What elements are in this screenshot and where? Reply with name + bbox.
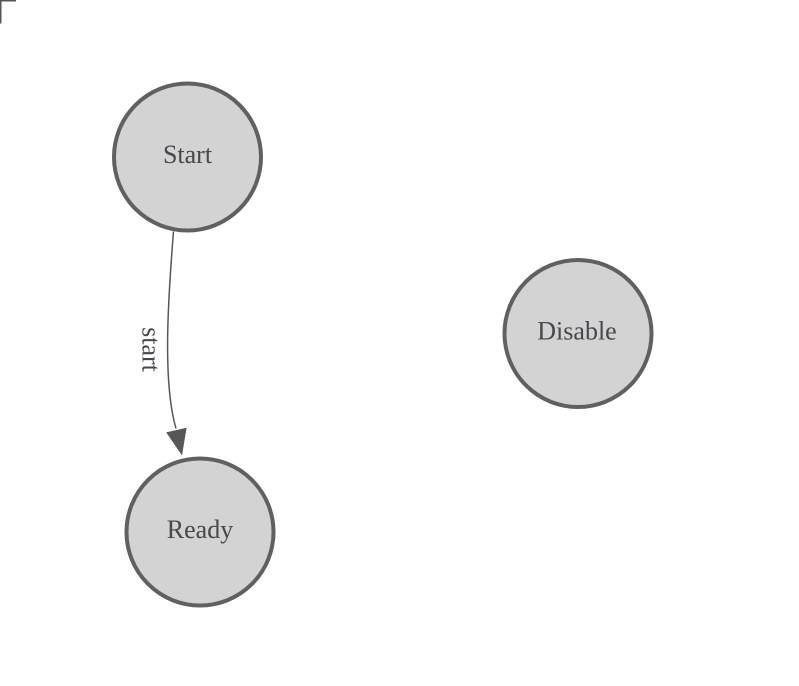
- edge-label: start: [137, 327, 166, 373]
- node-start-label: Start: [163, 140, 213, 169]
- edge-start-to-ready[interactable]: start: [137, 231, 187, 456]
- node-start[interactable]: Start: [112, 81, 263, 233]
- node-ready[interactable]: Ready: [124, 456, 276, 608]
- node-disable-label: Disable: [537, 317, 616, 346]
- corner-mark: [0, 0, 16, 24]
- node-disable[interactable]: Disable: [502, 258, 654, 409]
- node-disable-circle[interactable]: [502, 258, 654, 409]
- node-ready-label: Ready: [167, 515, 233, 544]
- node-start-circle[interactable]: [112, 81, 263, 233]
- edge-line[interactable]: [166, 231, 177, 429]
- edge-arrowhead-icon: [166, 427, 187, 456]
- node-ready-circle[interactable]: [124, 456, 276, 608]
